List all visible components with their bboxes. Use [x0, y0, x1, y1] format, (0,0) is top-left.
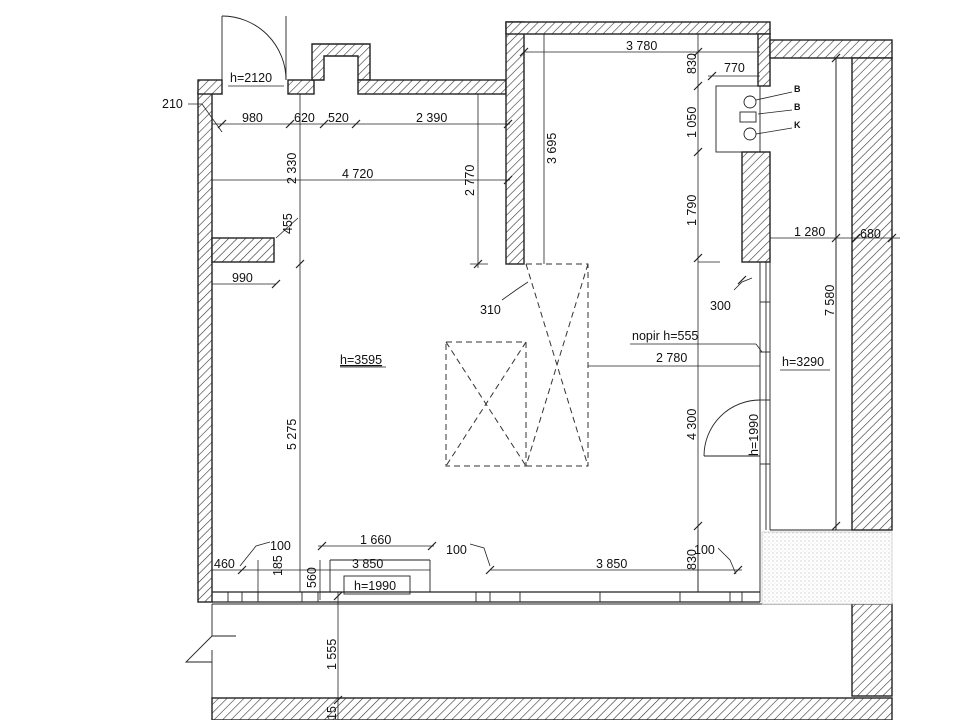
dim-5275: 5 275: [285, 419, 299, 450]
dim-100-a: 100: [270, 539, 291, 553]
dim-620: 620: [294, 111, 315, 125]
wall-top-room: [505, 21, 771, 35]
wall-partition-left: [211, 237, 275, 263]
wall-lower-right: [851, 603, 893, 697]
label-door-right-height: h=1990: [747, 414, 761, 456]
door-right: [703, 399, 761, 457]
dim-830-bot: 830: [685, 549, 699, 570]
dim-2770: 2 770: [463, 165, 477, 196]
dim-830-top: 830: [685, 53, 699, 74]
label-room-height: h=3595: [340, 353, 382, 367]
dim-1790: 1 790: [685, 195, 699, 226]
dim-990: 990: [232, 271, 253, 285]
text-labels: h=2120 210 h=3595 h=1990 h=1990 h=3290 n…: [162, 71, 824, 593]
dim-185: 185: [271, 555, 285, 576]
dim-3780: 3 780: [626, 39, 657, 53]
wall-chimney: [311, 43, 371, 81]
label-door-entry-height: h=2120: [230, 71, 272, 85]
wall-room-right-top: [757, 33, 771, 87]
wall-left: [197, 91, 213, 603]
dim-980: 980: [242, 111, 263, 125]
wall-center: [505, 21, 525, 265]
dim-770: 770: [724, 61, 745, 75]
dim-7580: 7 580: [823, 285, 837, 316]
wall-room-right-mid: [741, 151, 771, 263]
label-window-height: h=1990: [354, 579, 396, 593]
label-fixture-k: K: [794, 120, 801, 130]
label-beam: nopir h=555: [632, 329, 698, 343]
dim-3695: 3 695: [545, 133, 559, 164]
dim-1050: 1 050: [685, 107, 699, 138]
door-entry: [221, 15, 287, 81]
dim-1660: 1 660: [360, 533, 391, 547]
dim-100-b: 100: [446, 543, 467, 557]
dim-3850-left: 3 850: [352, 557, 383, 571]
break-mark: [184, 635, 236, 663]
dim-4300: 4 300: [685, 409, 699, 440]
sink-unit: [715, 85, 793, 153]
wall-top-mid: [287, 79, 315, 95]
dimension-labels: 980 620 520 2 390 4 720 2 330 2 770 3 69…: [214, 39, 881, 720]
dim-460: 460: [214, 557, 235, 571]
dim-15: 15: [325, 706, 339, 720]
dimension-lines: [188, 34, 900, 720]
dim-3850-right: 3 850: [596, 557, 627, 571]
dim-1555: 1 555: [325, 639, 339, 670]
wall-bottom: [211, 697, 893, 720]
dim-2390: 2 390: [416, 111, 447, 125]
label-right-height: h=3290: [782, 355, 824, 369]
dim-2780: 2 780: [656, 351, 687, 365]
window-bottom-frame: [343, 575, 411, 595]
dim-455: 455: [281, 213, 295, 234]
label-wall-210: 210: [162, 97, 183, 111]
dashed-openings: [445, 263, 589, 467]
wall-top-right: [357, 79, 507, 95]
dim-560: 560: [305, 567, 319, 588]
dim-680: 680: [860, 227, 881, 241]
dim-520: 520: [328, 111, 349, 125]
dim-1280: 1 280: [794, 225, 825, 239]
label-fixture-b1: B: [794, 84, 801, 94]
dim-4720: 4 720: [342, 167, 373, 181]
dim-310: 310: [480, 303, 501, 317]
wall-top-left: [197, 79, 223, 95]
dim-100-c: 100: [694, 543, 715, 557]
walls: [197, 21, 893, 720]
wall-far-right: [851, 57, 893, 531]
terrace-area: [761, 531, 893, 605]
wall-far-top: [769, 39, 893, 59]
dim-300: 300: [710, 299, 731, 313]
label-fixture-b2: B: [794, 102, 801, 112]
dim-2330: 2 330: [285, 153, 299, 184]
